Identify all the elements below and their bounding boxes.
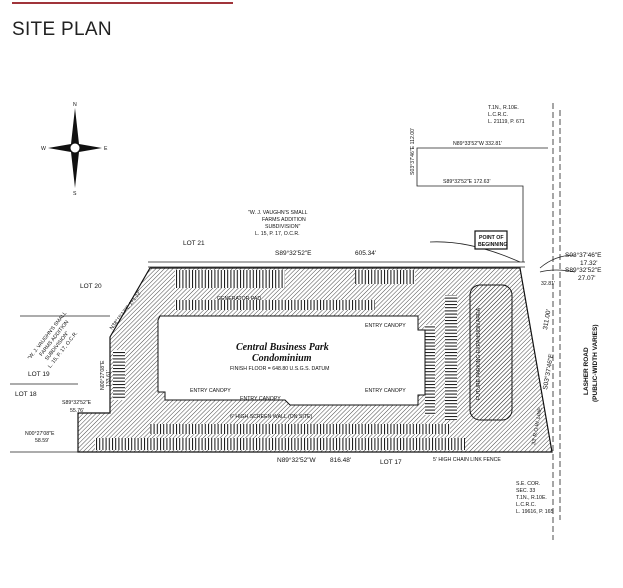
plan-label: S89°32'52"E xyxy=(275,249,312,257)
parking-row xyxy=(175,270,285,288)
plan-label: SUBDIVISION" xyxy=(265,224,300,230)
plan-label: L. 19616, P. 165 xyxy=(516,509,554,515)
parking-expansion-island xyxy=(469,284,513,421)
plan-label: LOT 17 xyxy=(380,459,402,466)
plan-label: LOT 21 xyxy=(183,240,205,247)
plan-label: 27.07' xyxy=(578,275,596,282)
plan-label: L. 15, P. 17, O.C.R. xyxy=(255,231,300,237)
plan-label: 816.48' xyxy=(330,457,351,464)
plan-label: S03°37'46"E xyxy=(565,251,602,259)
plan-label: T.1N., R.10E. xyxy=(516,495,547,501)
parking-row xyxy=(113,350,125,400)
plan-label: N xyxy=(73,102,77,108)
parcel-lines xyxy=(10,103,576,540)
plan-label: L. 21119, P. 671 xyxy=(488,119,525,125)
plan-label: 55.76' xyxy=(70,408,84,414)
plan-label: Central Business Park xyxy=(236,342,329,353)
plan-label: BEGINNING xyxy=(478,242,507,248)
plan-label: LOT 18 xyxy=(15,391,37,398)
plan-label: (PUBLIC-WIDTH VARIES) xyxy=(592,324,599,402)
building xyxy=(157,315,426,406)
plan-label: ENTRY CANOPY xyxy=(365,388,406,394)
parking-row xyxy=(445,295,457,420)
plan-label: FARMS ADDITION xyxy=(262,217,306,223)
plan-label: N89°33'52"W 332.81' xyxy=(453,141,502,147)
plan-label: 58.59' xyxy=(35,438,49,444)
plan-label: ENTRY CANOPY xyxy=(190,388,231,394)
plan-label: 5' HIGH CHAIN LINK FENCE xyxy=(433,457,501,463)
header-rule xyxy=(12,2,233,4)
plan-label: N00°27'08"E xyxy=(100,360,106,390)
plan-label: FUTURE PARKING EXPANSION AREA xyxy=(476,307,482,400)
plan-label: 133.61' xyxy=(106,370,112,387)
parking-row xyxy=(175,300,375,310)
plan-label: 605.34' xyxy=(355,250,376,257)
parking-row xyxy=(95,438,465,450)
plan-label: 17.32' xyxy=(580,260,598,267)
plan-label: S89°32'52"E xyxy=(565,266,602,274)
plan-label: Condominium xyxy=(252,353,312,364)
plan-label: LOT 19 xyxy=(28,371,50,378)
plan-label: 311.00' xyxy=(542,309,552,331)
plan-label: N89°32'52"W xyxy=(277,456,317,464)
plan-label: ENTRY CANOPY xyxy=(365,323,406,329)
plan-label: "W. J. VAUGHN'S SMALL xyxy=(248,210,308,216)
parking-row xyxy=(425,325,435,415)
plan-label: L.C.R.C. xyxy=(516,502,536,508)
page-title: SITE PLAN xyxy=(12,19,112,40)
plan-label: SEC. 33 xyxy=(516,488,535,494)
plan-label: S xyxy=(73,191,77,197)
plan-label: S89°32'52"E xyxy=(62,400,92,406)
plan-label: 6' HIGH SCREEN WALL (ON SITE) xyxy=(230,414,312,420)
plan-label: 32.81' xyxy=(541,281,555,287)
plan-label: S89°32'52"E 172.63' xyxy=(443,179,490,185)
parking-row xyxy=(355,270,415,284)
plan-label: POINT OF xyxy=(479,235,504,241)
plan-label: E xyxy=(104,146,108,152)
plan-label: LOT 20 xyxy=(80,283,102,290)
plan-label: N00°27'08"E xyxy=(25,431,55,437)
plan-label: T.1N., R.10E. xyxy=(488,105,519,111)
plan-label: L.C.R.C. xyxy=(488,112,508,118)
point-of-beginning-box xyxy=(474,230,508,250)
plan-label: W xyxy=(41,146,46,152)
plan-label: S03°37'46"E 112.00' xyxy=(410,128,416,175)
plan-label: LASHER ROAD xyxy=(583,347,590,395)
north-arrow-compass-icon: N S E W xyxy=(41,102,108,197)
plan-label: GENERATOR PAD xyxy=(217,296,261,302)
parking-row xyxy=(150,424,450,434)
plan-label: S.E. COR. xyxy=(516,481,540,487)
plan-label: ENTRY CANOPY xyxy=(240,396,281,402)
plan-label: FINISH FLOOR = 648.80 U.S.G.S. DATUM xyxy=(230,366,330,372)
